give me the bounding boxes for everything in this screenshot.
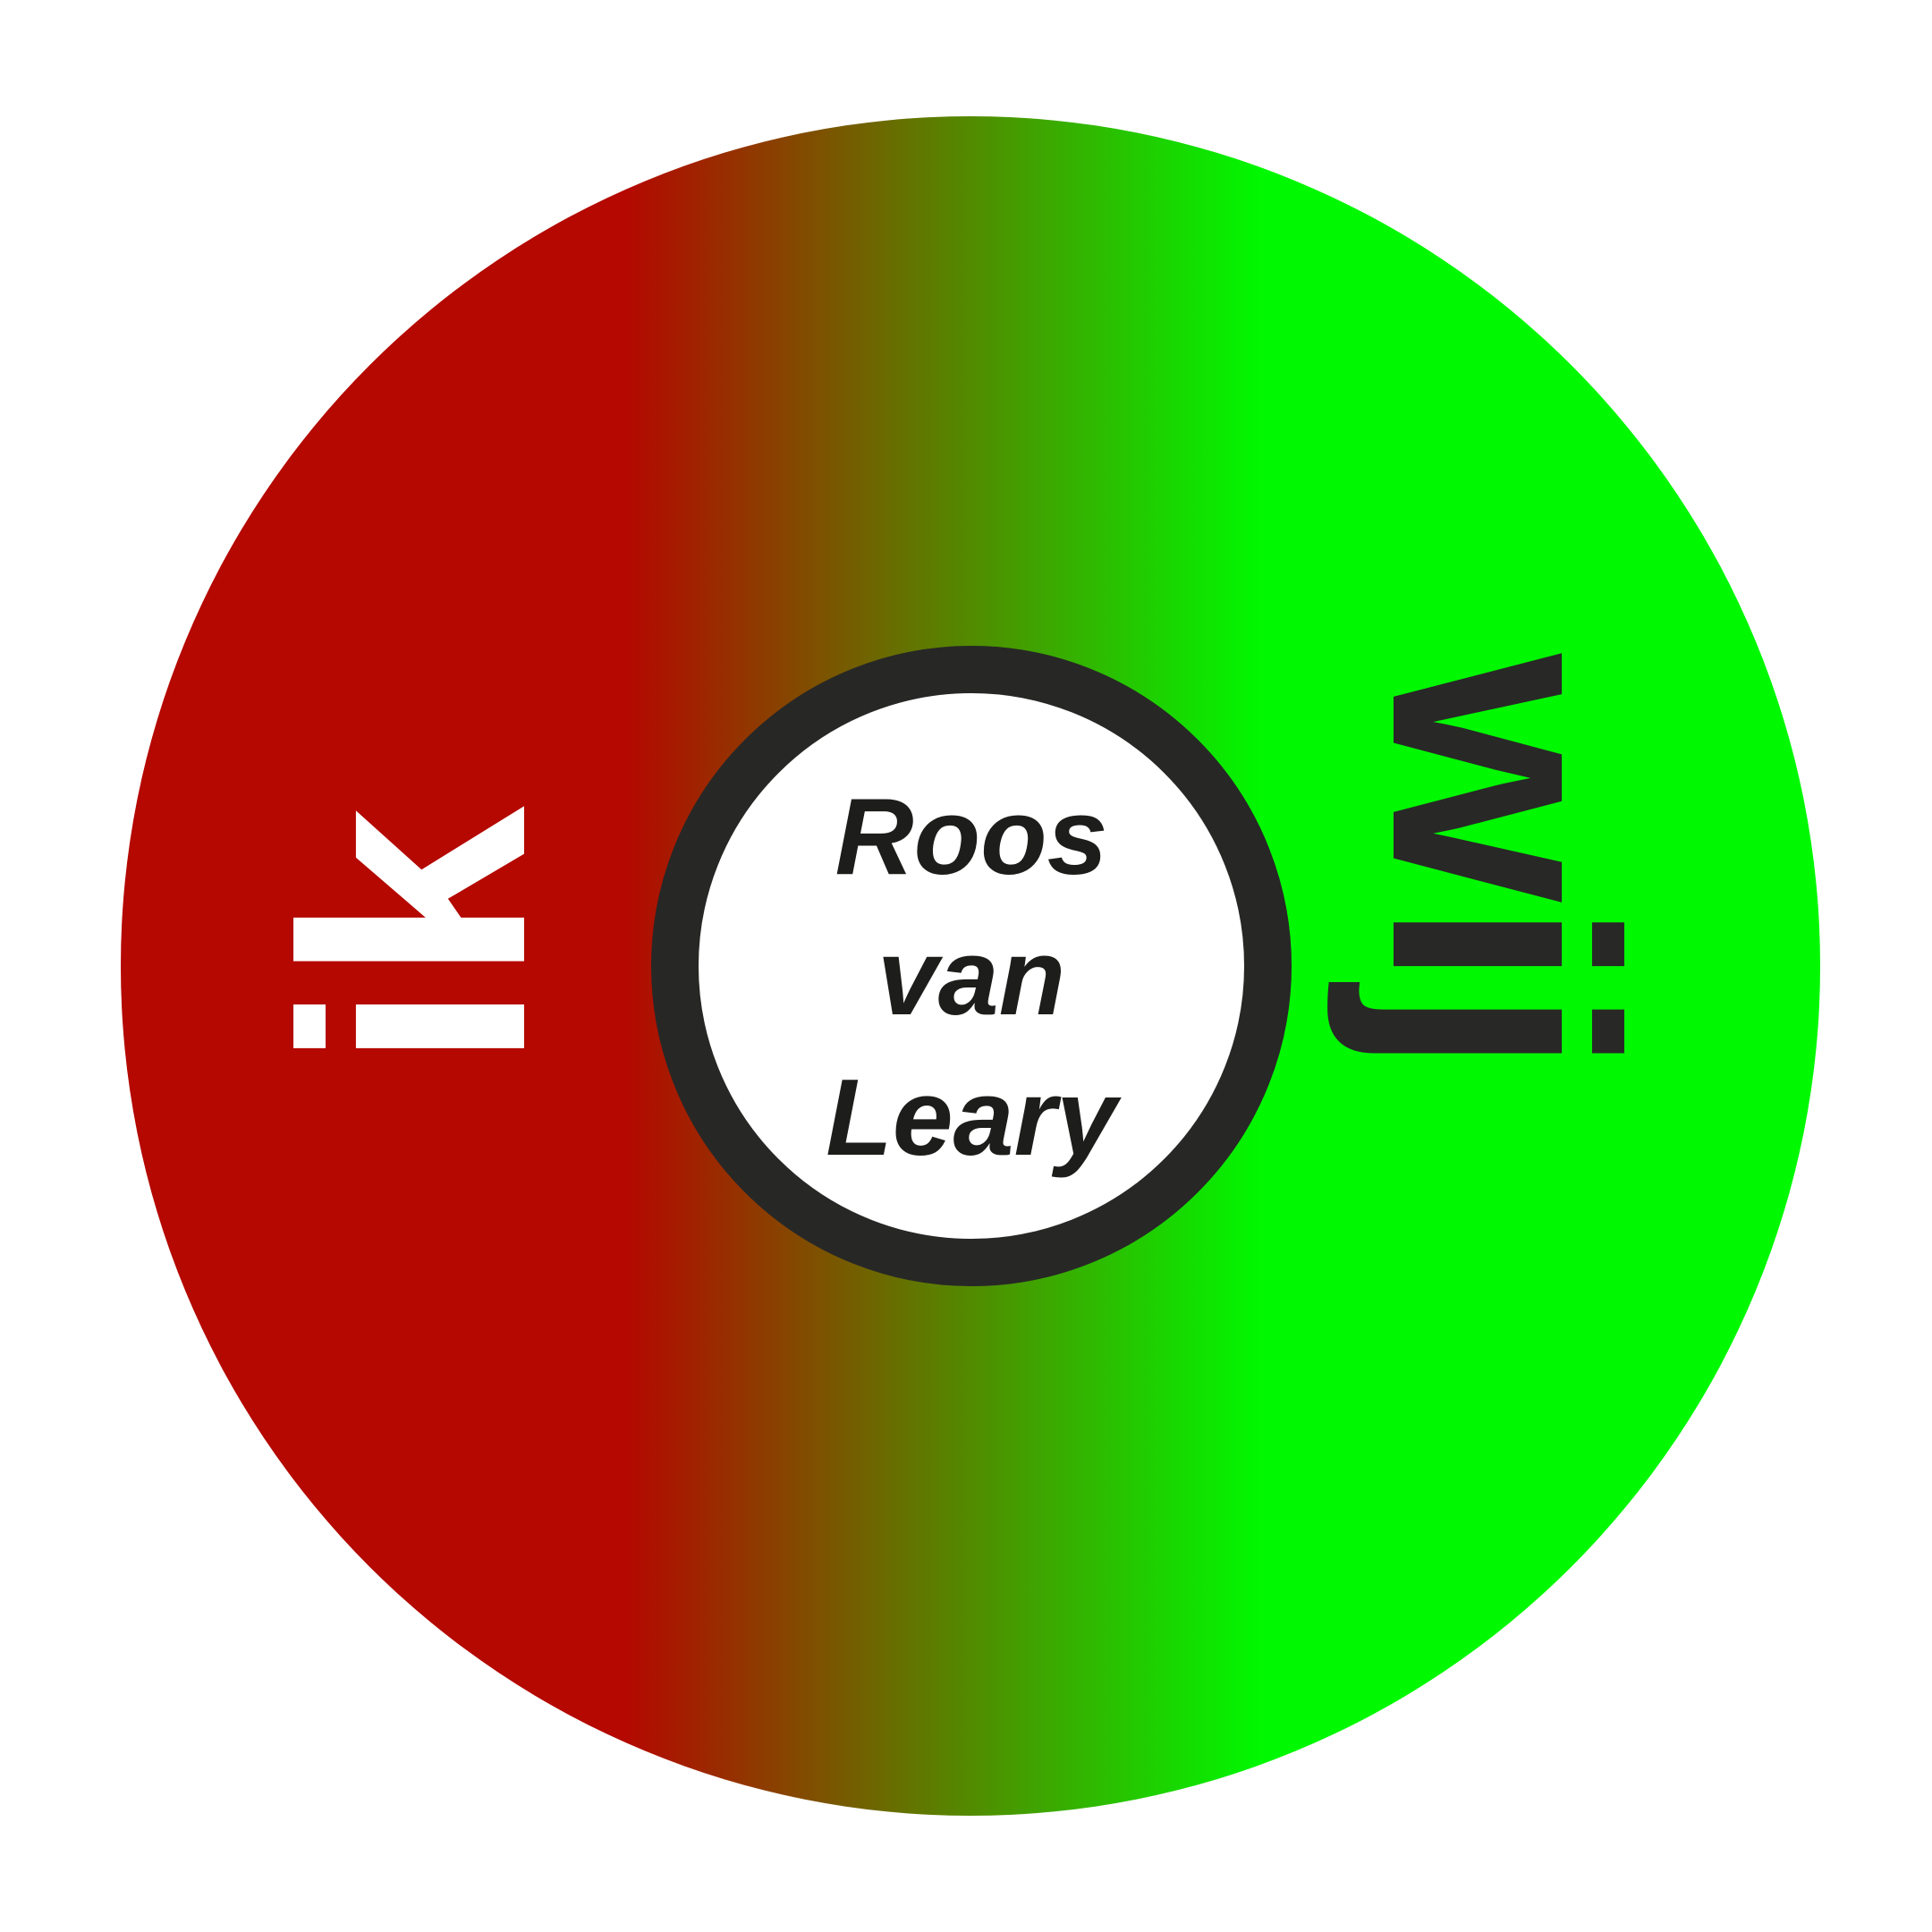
hub-title-line-2: van [877,915,1066,1038]
hub-title-line-1: Roos [835,775,1108,897]
hub-title: Roos van Leary [826,767,1117,1188]
hub-title-line-3: Leary [826,1055,1117,1178]
left-axis-label-ik: ik [237,808,592,1071]
hub-circle: Roos van Leary [651,646,1292,1286]
right-axis-label-wij: wij [1326,654,1681,1074]
